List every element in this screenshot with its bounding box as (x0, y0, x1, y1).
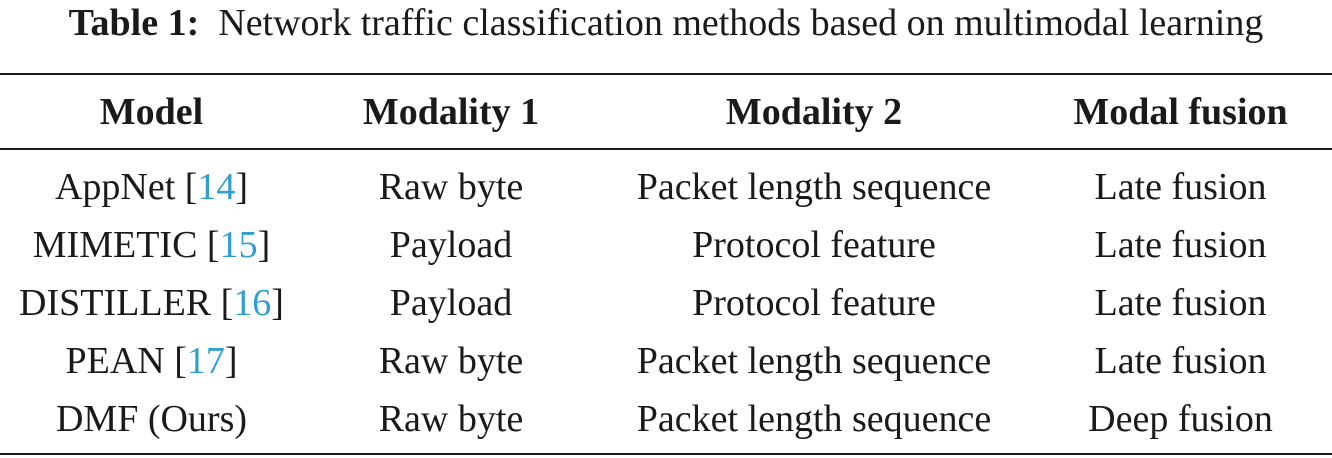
bottom-rule (0, 453, 1332, 455)
fusion-cell: Late fusion (1094, 282, 1267, 324)
citation-link[interactable]: 15 (219, 224, 258, 266)
citation-link[interactable]: 16 (233, 282, 272, 324)
model-cell: DMF (Ours) (0, 390, 303, 448)
table-caption: Table 1: Network traffic classification … (0, 2, 1332, 44)
fusion-cell: Late fusion (1094, 166, 1267, 208)
table-row: MIMETIC [15] Payload Protocol feature La… (0, 216, 1332, 274)
methods-table: Model Modality 1 Modality 2 Modal fusion… (0, 75, 1332, 448)
fusion-cell: Deep fusion (1088, 398, 1273, 440)
citation-link[interactable]: 14 (197, 166, 236, 208)
table-row: DMF (Ours) Raw byte Packet length sequen… (0, 390, 1332, 448)
table-header: Model Modality 1 Modality 2 Modal fusion (0, 75, 1332, 148)
model-cell: PEAN [17] (65, 340, 238, 382)
modality-1-cell: Raw byte (378, 340, 524, 382)
header-row: Model Modality 1 Modality 2 Modal fusion (0, 75, 1332, 148)
fusion-cell: Late fusion (1094, 340, 1267, 382)
header-model: Model (99, 90, 204, 133)
table-row: AppNet [14] Raw byte Packet length seque… (0, 148, 1332, 216)
modality-2-cell: Packet length sequence (636, 166, 992, 208)
modality-1-cell: Raw byte (378, 398, 524, 440)
table-body: AppNet [14] Raw byte Packet length seque… (0, 148, 1332, 448)
modality-2-cell: Packet length sequence (636, 340, 992, 382)
fusion-cell: Late fusion (1094, 224, 1267, 266)
modality-2-cell: Protocol feature (692, 224, 936, 266)
modality-1-cell: Payload (389, 224, 513, 266)
model-name: DMF (Ours) (55, 398, 248, 440)
model-name: MIMETIC (32, 224, 198, 266)
header-rule (0, 148, 1332, 150)
header-modality-2: Modality 2 (725, 90, 903, 133)
table-row: PEAN [17] Raw byte Packet length sequenc… (0, 332, 1332, 390)
model-cell: MIMETIC [15] (32, 224, 271, 266)
header-modal-fusion: Modal fusion (1073, 90, 1288, 133)
model-name: AppNet (54, 166, 176, 208)
modality-2-cell: Packet length sequence (636, 398, 992, 440)
modality-1-cell: Payload (389, 282, 513, 324)
caption-label: Table 1: (68, 2, 200, 44)
table-row: DISTILLER [16] Payload Protocol feature … (0, 274, 1332, 332)
caption-text: Network traffic classification methods b… (218, 2, 1264, 44)
model-cell: DISTILLER [16] (19, 282, 284, 324)
modality-1-cell: Raw byte (378, 166, 524, 208)
top-rule (0, 73, 1332, 75)
citation-link[interactable]: 17 (186, 340, 225, 382)
model-cell: AppNet [14] (54, 166, 249, 208)
model-name: PEAN (65, 340, 165, 382)
model-name: DISTILLER (19, 282, 212, 324)
modality-2-cell: Protocol feature (692, 282, 936, 324)
header-modality-1: Modality 1 (362, 90, 540, 133)
